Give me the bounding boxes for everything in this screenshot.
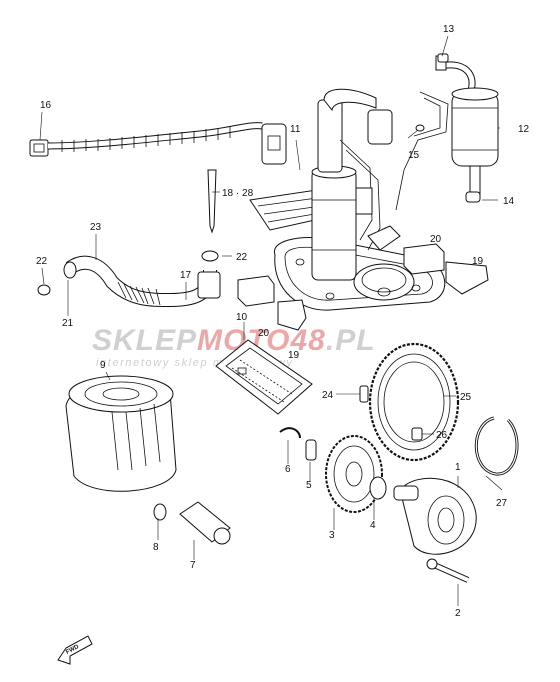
part-7-pressure-switch [153,501,231,545]
callout-22b: 22 [36,256,48,267]
callout-1: 1 [455,462,461,473]
fwd-arrow: FWD [57,635,93,665]
callout-3: 3 [329,530,335,541]
part-10-oil-strainer [215,339,313,415]
part-22-clamps [37,250,219,296]
callout-20b: 20 [258,328,270,339]
callout-8: 8 [153,542,159,553]
callout-7: 7 [190,560,196,571]
callout-24: 24 [322,390,334,401]
callout-2: 2 [455,608,461,619]
part-8-washer [153,503,167,521]
part-6-5-pins [279,427,317,461]
callout-17: 17 [180,270,192,281]
part-9-oil-filter [65,375,177,492]
callout-19b: 19 [288,350,300,361]
callout-12: 12 [518,124,530,135]
callout-23: 23 [90,222,102,233]
part-24-bolt [359,385,369,403]
part-11-fuel-pump [249,88,446,311]
part-3-gear [325,435,387,513]
part-18-cable-tie [207,169,217,234]
part-19-20-cushions [237,243,489,331]
callout-27: 27 [496,498,508,509]
callout-18-28: 18 · 28 [222,188,254,199]
callout-21: 21 [62,318,74,329]
callout-20a: 20 [430,234,442,245]
callout-15: 15 [408,150,420,161]
leader-lines [39,35,503,606]
callout-5: 5 [306,480,312,491]
watermark-brand-4: .PL [326,324,376,357]
callout-9: 9 [100,360,106,371]
callout-22a: 22 [236,252,248,263]
part-14-clamp [465,191,481,203]
part-1-oil-pump [393,477,477,583]
callout-25: 25 [460,392,472,403]
part-26-pin [411,427,423,441]
callout-11: 11 [290,124,301,135]
callout-6: 6 [285,464,291,475]
part-25-gear [359,342,460,462]
part-13-clamp [437,53,449,63]
callout-19a: 19 [472,256,484,267]
part-23-hose [63,255,221,308]
callout-26: 26 [436,430,448,441]
part-27-snap-ring [474,416,519,476]
callouts: 1 1 2 3 4 5 6 7 8 9 10 11 12 13 14 15 16… [36,24,530,619]
callout-16: 16 [40,100,52,111]
part-2-screw [426,558,438,570]
part-16-harness [29,122,287,165]
part-4-washer [369,476,387,500]
part-15-bolt [415,124,425,132]
watermark-brand-1: SKLEP [92,324,197,357]
callout-14: 14 [503,196,515,207]
callout-13: 13 [443,24,455,35]
svg-text:SKLEPMOTO48.PL: SKLEPMOTO48.PL [92,324,376,357]
callout-4: 4 [370,520,376,531]
callout-10: 10 [236,312,248,323]
part-12-fuel-filter [395,53,499,211]
